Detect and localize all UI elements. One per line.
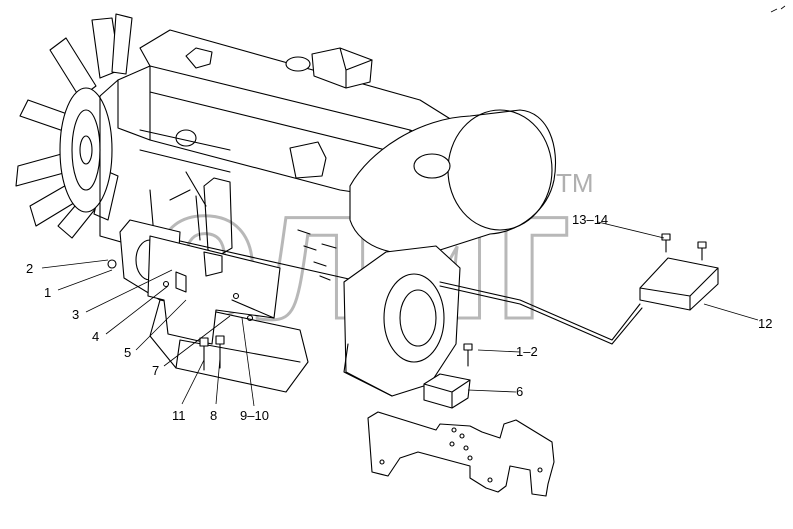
callout-5: 5 xyxy=(124,345,131,360)
studs xyxy=(297,229,337,281)
control-box xyxy=(439,233,719,345)
flywheel-housing xyxy=(343,245,461,397)
callout-7: 7 xyxy=(152,363,159,378)
spacer-block xyxy=(423,373,471,409)
callout-1: 1 xyxy=(44,285,51,300)
callout-2: 2 xyxy=(26,261,33,276)
callout-11: 11 xyxy=(172,408,186,423)
callouts: 2 1 3 4 5 7 11 8 9–10 13–14 12 1–2 6 xyxy=(26,212,772,423)
callout-12: 12 xyxy=(758,316,772,331)
bolt-1-2 xyxy=(463,343,473,367)
callout-8: 8 xyxy=(210,408,217,423)
air-cleaner xyxy=(349,109,557,331)
corner-mark xyxy=(770,5,786,13)
mounting-bracket xyxy=(147,235,281,345)
callout-9-10: 9–10 xyxy=(240,408,269,423)
callout-1-2: 1–2 xyxy=(516,344,538,359)
cooling-fan xyxy=(15,13,133,239)
bolts xyxy=(107,259,225,371)
leader-lines xyxy=(41,221,759,407)
callout-3: 3 xyxy=(72,307,79,322)
watermark-trademark: TM xyxy=(556,168,594,198)
mounting-plate xyxy=(367,411,555,497)
callout-6: 6 xyxy=(516,384,523,399)
callout-4: 4 xyxy=(92,329,99,344)
callout-13-14: 13–14 xyxy=(572,212,608,227)
